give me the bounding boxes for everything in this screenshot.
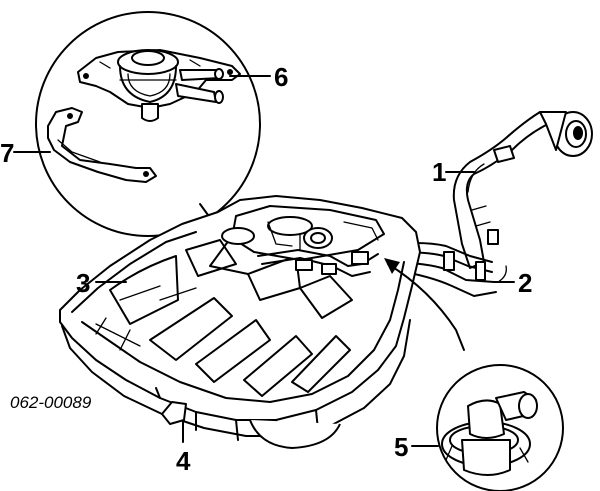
leader-lines	[13, 75, 515, 447]
filler-neck-part	[452, 111, 593, 269]
callout-4: 4	[176, 446, 191, 476]
callout-2: 2	[518, 268, 532, 298]
diagram-code: 062-00089	[10, 393, 92, 412]
canister-bracket-part	[47, 107, 157, 183]
pump-gasket-detail	[384, 258, 564, 491]
callout-6: 6	[274, 62, 288, 92]
drain-plug-part	[161, 401, 187, 443]
fuel-tank-body	[59, 195, 421, 449]
callout-7: 7	[0, 138, 14, 168]
callout-3: 3	[76, 268, 90, 298]
callout-5: 5	[394, 432, 408, 462]
detail-circle-canister	[35, 11, 261, 237]
vapor-canister-part	[77, 49, 241, 122]
callout-1: 1	[432, 157, 446, 187]
